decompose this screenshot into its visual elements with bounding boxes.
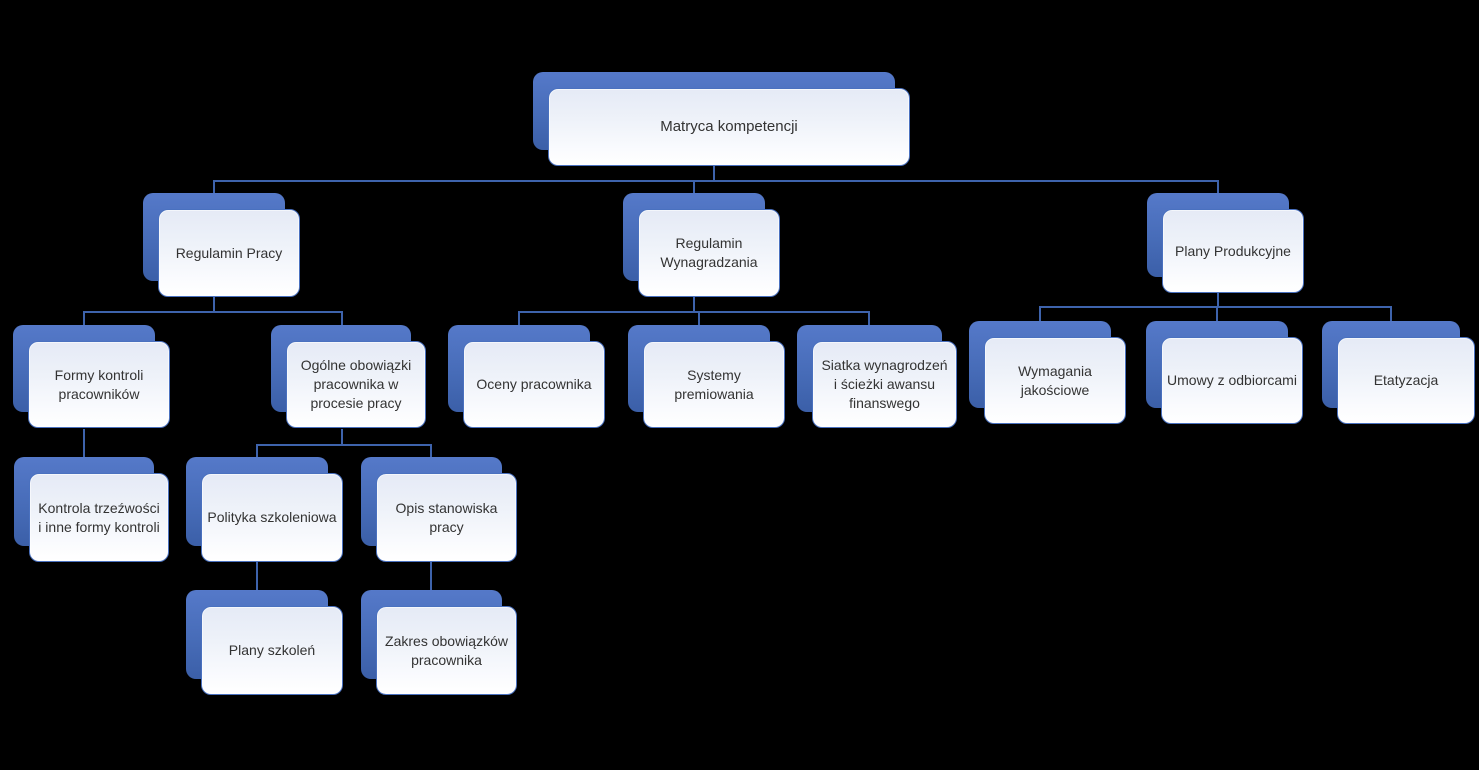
connector	[256, 444, 258, 458]
org-node-kontrola-trzezwosci[interactable]: Kontrola trzeźwości i inne formy kontrol…	[29, 473, 169, 562]
org-node-formy-kontroli[interactable]: Formy kontroli pracowników	[28, 341, 170, 428]
connector	[430, 444, 432, 458]
node-label: Siatka wynagrodzeń i ścieżki awansu fina…	[821, 357, 948, 411]
connector	[1390, 306, 1392, 322]
org-node-plany-produkcyjne[interactable]: Plany Produkcyjne	[1162, 209, 1304, 293]
connector	[341, 429, 343, 446]
connector	[518, 311, 870, 313]
org-node-regulamin-pracy[interactable]: Regulamin Pracy	[158, 209, 300, 297]
connector	[83, 429, 85, 458]
connector	[1217, 180, 1219, 195]
connector	[698, 311, 700, 326]
node-label: Polityka szkoleniowa	[207, 509, 337, 526]
org-node-plany-szkolen[interactable]: Plany szkoleń	[201, 606, 343, 695]
node-label: Zakres obowiązków pracownika	[385, 632, 508, 668]
node-label: Formy kontroli pracowników	[54, 366, 144, 402]
node-label: Oceny pracownika	[476, 376, 592, 393]
node-label: Plany szkoleń	[228, 642, 316, 659]
node-label: Plany Produkcyjne	[1175, 242, 1291, 259]
org-node-polityka-szkoleniowa[interactable]: Polityka szkoleniowa	[201, 473, 343, 562]
org-node-regulamin-wynagradzania[interactable]: Regulamin Wynagradzania	[638, 209, 780, 297]
org-node-umowy-z-odbiorcami[interactable]: Umowy z odbiorcami	[1161, 337, 1303, 424]
org-node-systemy-premiowania[interactable]: Systemy premiowania	[643, 341, 785, 428]
connector	[213, 297, 215, 313]
connector	[713, 166, 715, 182]
connector	[83, 311, 343, 313]
connector	[868, 311, 870, 326]
connector	[1039, 306, 1041, 322]
connector	[518, 311, 520, 326]
node-label: Ogólne obowiązki pracownika w procesie p…	[300, 357, 412, 411]
connector	[256, 562, 258, 591]
org-node-oceny-pracownika[interactable]: Oceny pracownika	[463, 341, 605, 428]
connector	[693, 180, 695, 195]
org-node-opis-stanowiska[interactable]: Opis stanowiska pracy	[376, 473, 517, 562]
connector	[1216, 306, 1218, 322]
node-label: Umowy z odbiorcami	[1167, 372, 1297, 389]
connector	[213, 180, 215, 195]
org-node-wymagania-jakosciowe[interactable]: Wymagania jakościowe	[984, 337, 1126, 424]
connector	[430, 562, 432, 591]
node-label: Wymagania jakościowe	[1018, 362, 1092, 398]
org-node-matryca-kompetencji[interactable]: Matryca kompetencji	[548, 88, 910, 166]
connector	[256, 444, 432, 446]
node-label: Matryca kompetencji	[660, 117, 798, 135]
node-label: Regulamin Wynagradzania	[660, 235, 758, 270]
node-label: Regulamin Pracy	[175, 244, 283, 261]
connector	[341, 311, 343, 326]
node-label: Systemy premiowania	[674, 366, 754, 402]
connector	[1039, 306, 1392, 308]
org-node-zakres-obowiazkow[interactable]: Zakres obowiązków pracownika	[376, 606, 517, 695]
connector	[693, 297, 695, 313]
org-node-ogolne-obowiazki[interactable]: Ogólne obowiązki pracownika w procesie p…	[286, 341, 426, 428]
connector	[1217, 293, 1219, 308]
connector	[213, 180, 1219, 182]
node-label: Etatyzacja	[1373, 372, 1439, 389]
org-node-etatyzacja[interactable]: Etatyzacja	[1337, 337, 1475, 424]
connector	[83, 311, 85, 326]
org-node-siatka-wynagrodzen[interactable]: Siatka wynagrodzeń i ścieżki awansu fina…	[812, 341, 957, 428]
node-label: Kontrola trzeźwości i inne formy kontrol…	[38, 499, 160, 535]
node-label: Opis stanowiska pracy	[395, 499, 498, 535]
